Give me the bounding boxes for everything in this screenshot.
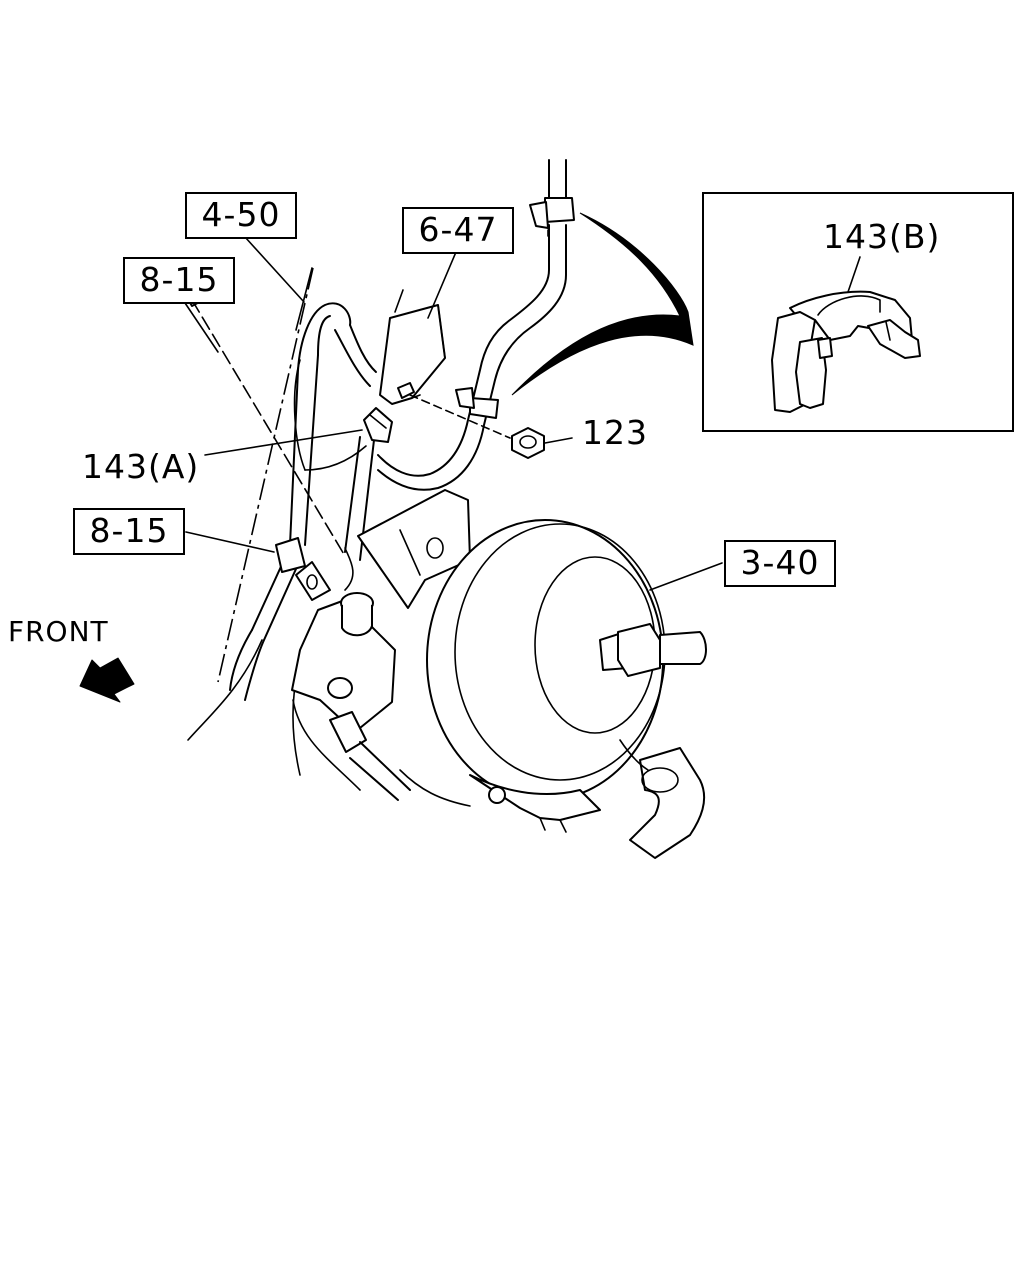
label-123: 123 bbox=[582, 413, 648, 452]
hose-clamp bbox=[275, 537, 331, 601]
callout-4-50: 4-50 bbox=[185, 192, 297, 239]
callout-3-40-label: 3-40 bbox=[741, 543, 820, 582]
nut-123 bbox=[409, 394, 545, 459]
callout-8-15-top: 8-15 bbox=[123, 257, 235, 304]
clip-middle bbox=[455, 387, 499, 419]
label-143b: 143(B) bbox=[823, 217, 940, 256]
detail-box bbox=[702, 192, 1014, 432]
callout-8-15-mid: 8-15 bbox=[73, 508, 185, 555]
brake-chamber bbox=[357, 489, 666, 833]
clip-143b bbox=[771, 290, 921, 413]
callout-4-50-label: 4-50 bbox=[202, 195, 281, 234]
callout-6-47: 6-47 bbox=[402, 207, 514, 254]
push-rod-fitting bbox=[599, 623, 707, 677]
label-143a: 143(A) bbox=[82, 447, 199, 486]
detail-pointer bbox=[511, 212, 694, 396]
valve-fitting bbox=[291, 547, 411, 801]
callout-8-15-mid-label: 8-15 bbox=[90, 511, 169, 550]
callout-3-40: 3-40 bbox=[724, 540, 836, 587]
clip-143a bbox=[363, 382, 415, 443]
pipe-bracket bbox=[293, 289, 446, 471]
clip-upper bbox=[529, 197, 575, 237]
callout-6-47-label: 6-47 bbox=[419, 210, 498, 249]
leader-lines bbox=[182, 236, 723, 591]
front-arrow-icon bbox=[79, 657, 135, 703]
brake-hose bbox=[229, 302, 352, 701]
callout-8-15-top-label: 8-15 bbox=[140, 260, 219, 299]
front-label: FRONT bbox=[8, 615, 109, 648]
elbow-fitting bbox=[619, 739, 706, 859]
